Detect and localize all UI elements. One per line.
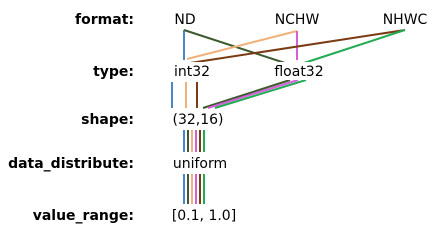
edge-float32-shape-b — [207, 79, 299, 109]
label-format: format: — [75, 12, 134, 28]
node-values: ND NCHW NHWC int32 float32 (32,16) unifo… — [170, 10, 428, 224]
node-format-nchw: NCHW — [275, 12, 320, 28]
node-format-nhwc: NHWC — [383, 12, 428, 28]
edge-nchw-int32 — [186, 30, 298, 60]
label-data-distribute: data_distribute: — [8, 156, 134, 172]
edge-float32-shape-a — [202, 79, 291, 109]
label-value-range: value_range: — [33, 208, 134, 224]
node-type-float32: float32 — [274, 64, 323, 80]
edge-nhwc-float32 — [303, 29, 406, 64]
edge-float32-shape-c — [214, 79, 307, 109]
label-shape: shape: — [81, 112, 134, 128]
node-distribute-uniform: uniform — [173, 156, 227, 172]
node-type-int32: int32 — [174, 64, 210, 80]
edge-nhwc-int32 — [189, 29, 406, 64]
label-type: type: — [93, 64, 134, 80]
combination-diagram: format: type: shape: data_distribute: va… — [8, 10, 428, 224]
edges-layer — [171, 29, 406, 204]
row-labels: format: type: shape: data_distribute: va… — [8, 12, 134, 224]
node-shape-32-16: (32,16) — [172, 112, 223, 128]
node-format-nd: ND — [174, 12, 195, 28]
node-value-range: [0.1, 1.0] — [172, 208, 236, 224]
